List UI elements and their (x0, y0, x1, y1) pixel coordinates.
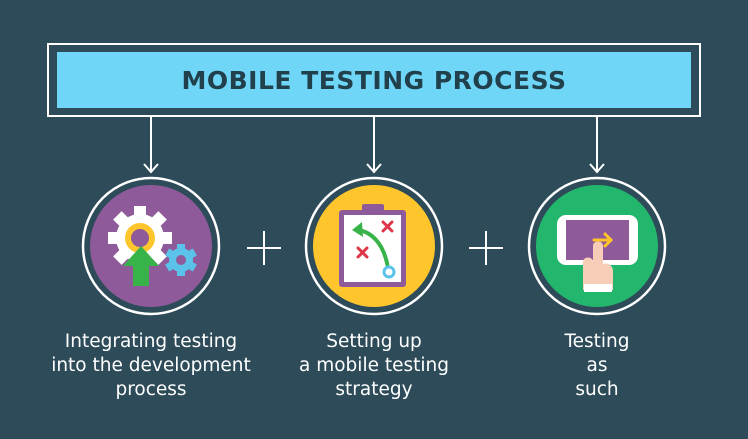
gears-arrow-up-icon (108, 206, 197, 286)
connector-arrow-1 (143, 117, 159, 174)
caption-line: process (115, 379, 187, 400)
strategy-clipboard-icon (339, 204, 406, 287)
diagram-title: MOBILE TESTING PROCESS (181, 65, 567, 95)
connector-arrow-3 (589, 117, 605, 174)
title-frame (47, 43, 701, 117)
hand-tapping-phone-icon (557, 215, 638, 292)
step-2-caption: Setting up a mobile testing strategy (254, 330, 494, 402)
step-3-caption: Testing as such (477, 330, 717, 402)
plus-icon (247, 231, 281, 265)
connector-arrow-2 (366, 117, 382, 174)
caption-line: a mobile testing (299, 355, 449, 376)
caption-line: Setting up (326, 331, 422, 352)
caption-line: such (575, 379, 619, 400)
plus-icon (469, 231, 503, 265)
step-1-caption: Integrating testing into the development… (31, 330, 271, 402)
caption-line: as (586, 355, 608, 376)
caption-line: Integrating testing (64, 331, 238, 352)
caption-line: into the development (51, 355, 251, 376)
title-bar: MOBILE TESTING PROCESS (57, 52, 691, 108)
caption-line: strategy (335, 379, 413, 400)
caption-line: Testing (564, 331, 630, 352)
